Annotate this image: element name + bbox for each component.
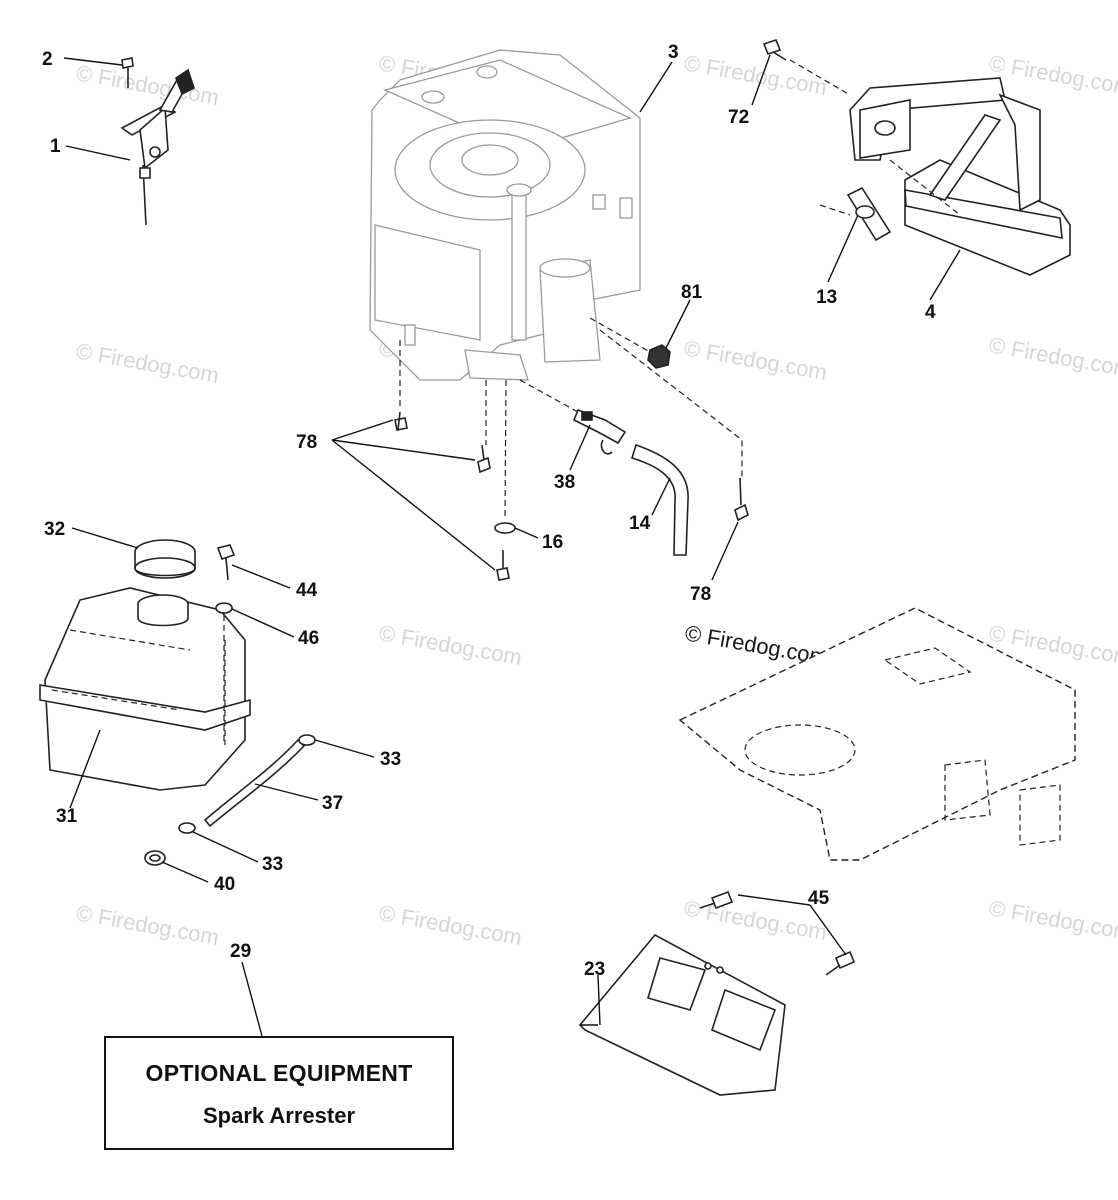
watermark-text: © Firedog.com — [74, 900, 221, 950]
tank-bolt-part — [215, 544, 236, 745]
fuel-line-part — [144, 734, 316, 866]
fuel-hose-part — [631, 443, 689, 556]
callout-23: 23 — [584, 959, 605, 980]
callout-4: 4 — [925, 302, 936, 323]
spark-arrester-label: Spark Arrester — [202, 1103, 356, 1128]
callout-40: 40 — [214, 874, 235, 895]
callout-32: 32 — [44, 519, 65, 540]
watermark-text: © Firedog.com — [987, 332, 1118, 382]
leader-lines — [63, 54, 961, 1037]
fuel-filter-part — [519, 379, 627, 455]
callout-1: 1 — [50, 136, 61, 157]
watermark-text: © Firedog.com — [987, 50, 1118, 100]
fuel-cap-part — [134, 539, 196, 579]
callout-13: 13 — [816, 287, 837, 308]
engine-bolts — [394, 329, 749, 581]
optional-equipment-title: OPTIONAL EQUIPMENT — [145, 1060, 413, 1086]
callout-72: 72 — [728, 107, 749, 128]
callout-29: 29 — [230, 941, 251, 962]
fuel-tank-part — [39, 587, 251, 791]
watermark-text: © Firedog.com — [377, 900, 524, 950]
callout-78-bracket: 78 — [690, 584, 711, 605]
watermark-text: © Firedog.com — [682, 335, 829, 385]
callout-81: 81 — [681, 282, 703, 303]
shield-screws-part — [699, 890, 856, 976]
optional-equipment-box: OPTIONAL EQUIPMENT Spark Arrester — [104, 1036, 454, 1150]
callout-14: 14 — [629, 513, 651, 534]
callout-44: 44 — [296, 580, 318, 601]
watermark-text: © Firedog.com — [987, 895, 1118, 945]
watermark-text: © Firedog.com — [682, 895, 829, 945]
callout-3: 3 — [668, 42, 679, 63]
throttle-control-part — [120, 57, 195, 226]
callout-16: 16 — [542, 532, 563, 553]
callout-38: 38 — [554, 472, 575, 493]
callout-45: 45 — [808, 888, 830, 909]
callout-33-bottom: 33 — [262, 854, 283, 875]
watermark-text: © Firedog.com — [74, 338, 221, 388]
callout-labels: 2 1 3 72 13 4 81 78 38 14 16 78 32 44 46… — [42, 42, 936, 980]
callout-2: 2 — [42, 49, 53, 70]
frame-plate-part — [678, 607, 1076, 861]
nut-part — [589, 317, 671, 369]
watermark-text: © Firedog.com — [682, 50, 829, 100]
watermark-text: © Firedog.com — [74, 60, 221, 110]
callout-78-engine: 78 — [296, 432, 317, 453]
callout-33-top: 33 — [380, 749, 401, 770]
washer-part — [494, 522, 516, 534]
callout-37: 37 — [322, 793, 343, 814]
shield-plate-part — [578, 933, 786, 1096]
engine-part — [369, 49, 641, 381]
muffler-assembly — [762, 39, 1071, 276]
watermark-text: © Firedog.com — [377, 620, 524, 670]
callout-46: 46 — [298, 628, 319, 649]
callout-31: 31 — [56, 806, 78, 827]
